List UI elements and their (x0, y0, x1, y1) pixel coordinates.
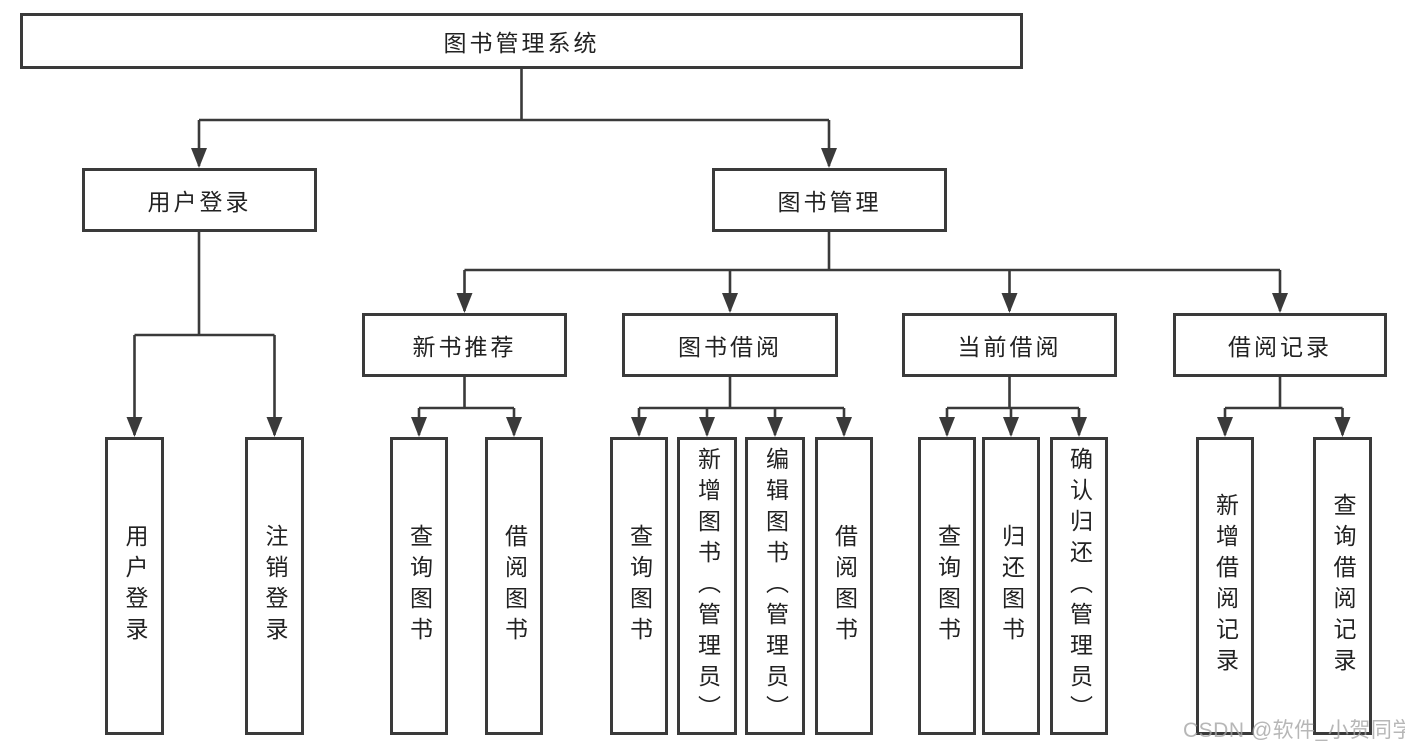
connector-new-book-recommend-to-children (411, 377, 522, 437)
node-label: 查询图书 (934, 524, 961, 648)
node-leaf-query-books-current: 查询图书 (918, 437, 976, 735)
node-label: 借阅图书 (501, 524, 528, 648)
node-borrow-records: 借阅记录 (1173, 313, 1387, 377)
node-leaf-borrow-books-recommend: 借阅图书 (485, 437, 543, 735)
node-label: 注销登录 (262, 524, 288, 648)
node-user-login: 用户登录 (82, 168, 317, 232)
node-label: 图书借阅 (678, 334, 782, 360)
connector-path (1223, 377, 1344, 435)
csdn-watermark: CSDN @软件_小贺同学 (1183, 719, 1405, 742)
arrowhead (1001, 293, 1018, 313)
node-label: 查询借阅记录 (1330, 493, 1356, 679)
node-leaf-add-borrow-record: 新增借阅记录 (1196, 437, 1254, 735)
arrowhead (411, 417, 427, 437)
arrowhead (821, 148, 837, 168)
connector-path (133, 232, 276, 435)
connector-book-borrow-to-children (631, 377, 852, 437)
node-library-management-system: 图书管理系统 (20, 13, 1023, 69)
node-leaf-edit-book-admin: 编辑图书（管理员） (745, 437, 805, 735)
node-current-borrow: 当前借阅 (902, 313, 1117, 377)
node-label: 新书推荐 (412, 334, 517, 360)
arrowhead (1003, 417, 1019, 437)
node-new-book-recommend: 新书推荐 (362, 313, 567, 377)
arrowhead (1071, 417, 1087, 437)
arrowhead (631, 417, 647, 437)
arrowhead (266, 417, 283, 437)
connector-user-login-to-children (126, 232, 283, 437)
arrowhead (699, 417, 715, 437)
node-label: 借阅记录 (1228, 334, 1332, 360)
arrowhead (126, 417, 143, 437)
node-label: 新增借阅记录 (1212, 493, 1239, 679)
connector-root-to-level2 (191, 69, 837, 168)
node-label: 查询图书 (626, 524, 653, 648)
connector-book-management-to-level3 (456, 232, 1288, 313)
arrowhead (836, 417, 852, 437)
node-leaf-user-login: 用户登录 (105, 437, 164, 735)
connector-path (463, 232, 1282, 311)
node-leaf-return-books: 归还图书 (982, 437, 1040, 735)
node-label: 归还图书 (998, 524, 1025, 648)
node-leaf-confirm-return-admin: 确认归还（管理员） (1050, 437, 1108, 735)
arrowhead (1334, 417, 1351, 437)
node-leaf-query-borrow-record: 查询借阅记录 (1313, 437, 1372, 735)
arrowhead (506, 417, 522, 437)
node-label: 查询图书 (406, 524, 433, 648)
node-label: 图书管理 (777, 189, 882, 215)
arrowhead (191, 148, 207, 168)
node-leaf-borrow-books: 借阅图书 (815, 437, 873, 735)
node-leaf-query-books-recommend: 查询图书 (390, 437, 448, 735)
node-label: 当前借阅 (957, 334, 1062, 360)
node-leaf-query-books-borrow: 查询图书 (610, 437, 668, 735)
node-book-management: 图书管理 (712, 168, 947, 232)
arrowhead (1217, 417, 1233, 437)
node-label: 编辑图书（管理员） (762, 446, 789, 726)
node-label: 借阅图书 (831, 524, 858, 648)
node-leaf-logout: 注销登录 (245, 437, 304, 735)
connector-path (417, 377, 516, 435)
connector-borrow-records-to-children (1217, 377, 1351, 437)
connector-path (637, 377, 846, 435)
node-label: 新增图书（管理员） (694, 446, 721, 726)
node-label: 用户登录 (147, 189, 252, 215)
arrowhead (722, 293, 738, 313)
node-label: 用户登录 (122, 524, 148, 648)
arrowhead (939, 417, 955, 437)
arrowhead (1272, 293, 1288, 313)
connector-path (197, 69, 831, 166)
arrowhead (456, 293, 473, 313)
node-label: 图书管理系统 (443, 30, 600, 56)
connector-current-borrow-to-children (939, 377, 1087, 437)
node-label: 确认归还（管理员） (1066, 446, 1093, 726)
node-book-borrow: 图书借阅 (622, 313, 838, 377)
arrowhead (767, 417, 783, 437)
node-leaf-add-book-admin: 新增图书（管理员） (677, 437, 737, 735)
